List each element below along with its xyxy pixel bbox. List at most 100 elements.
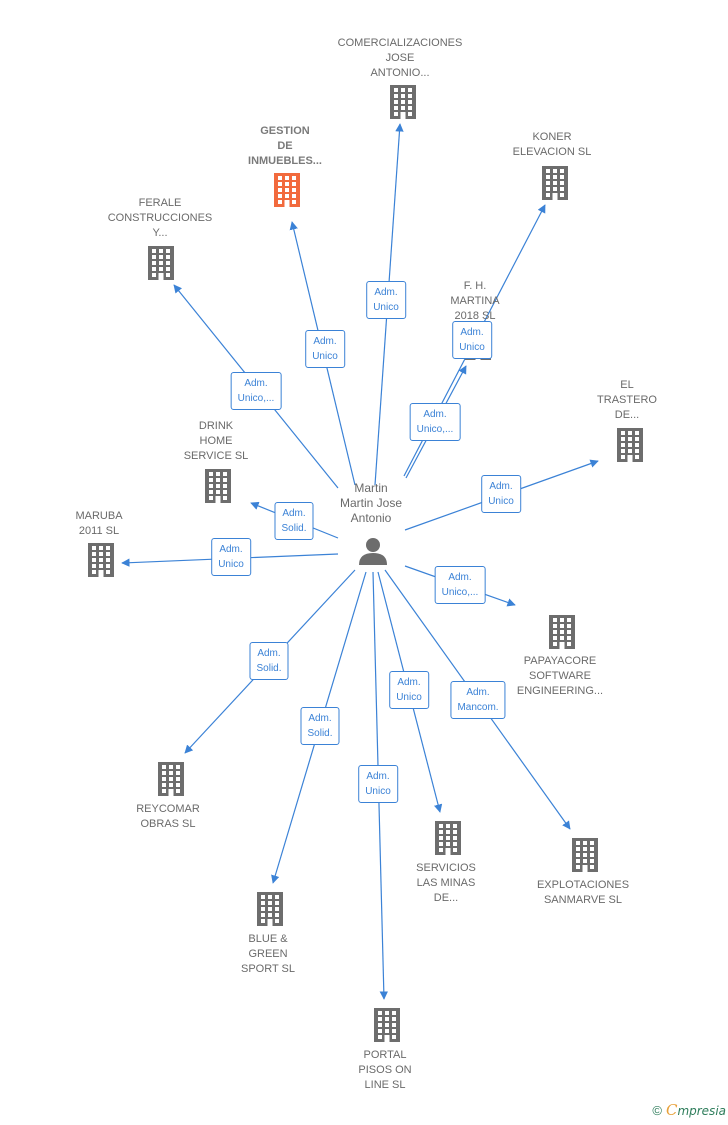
company-label-line: PORTAL bbox=[363, 1049, 407, 1061]
company-label-line: LAS MINAS bbox=[416, 877, 476, 889]
company-label-line: SANMARVE SL bbox=[543, 894, 623, 906]
building-icon[interactable] bbox=[88, 543, 114, 577]
role-badge-gestion[interactable]: Adm. Unico bbox=[305, 330, 345, 368]
role-badge-line: Unico,... bbox=[237, 393, 275, 404]
role-badge-line: Solid. bbox=[307, 728, 333, 739]
role-badge-el-trastero[interactable]: Adm. Unico bbox=[481, 475, 521, 513]
company-label-line: DE... bbox=[614, 409, 640, 421]
company-label-koner[interactable]: KONER ELEVACION SL bbox=[482, 130, 622, 160]
person-icon[interactable] bbox=[359, 538, 387, 565]
role-badge-line: Unico,... bbox=[441, 587, 479, 598]
role-badge-line: Unico bbox=[488, 496, 514, 507]
company-label-el-trastero[interactable]: EL TRASTERO DE... bbox=[557, 378, 697, 423]
company-label-line: PAPAYACORE bbox=[523, 655, 597, 667]
building-icon[interactable] bbox=[390, 85, 416, 119]
role-badge-blue-green[interactable]: Adm. Solid. bbox=[300, 707, 340, 745]
role-badge-line: Adm. bbox=[366, 771, 390, 782]
role-badge-reycomar[interactable]: Adm.Solid. bbox=[249, 642, 289, 680]
company-label-line: ELEVACION SL bbox=[512, 146, 592, 158]
building-icon[interactable] bbox=[542, 166, 568, 200]
company-label-line: COMERCIALIZACIONES bbox=[337, 37, 463, 49]
building-icon[interactable] bbox=[617, 428, 643, 462]
role-badge-ferale[interactable]: Adm. Unico,... bbox=[230, 372, 282, 410]
company-label-line: TRASTERO bbox=[597, 394, 657, 406]
company-label-line: BLUE & bbox=[248, 933, 288, 945]
role-badge-line: Adm. bbox=[460, 327, 484, 338]
role-badge-line: Adm. bbox=[397, 677, 421, 688]
building-icon[interactable] bbox=[158, 762, 184, 796]
company-label-line: CONSTRUCCIONES bbox=[107, 212, 213, 224]
company-label-line: OBRAS SL bbox=[140, 818, 196, 830]
role-badge-line: Adm. bbox=[374, 287, 398, 298]
role-badge-line: Adm. bbox=[313, 336, 337, 347]
building-icon[interactable] bbox=[374, 1008, 400, 1042]
company-label-line: DE... bbox=[433, 892, 459, 904]
company-label-line: DRINK bbox=[198, 420, 234, 432]
building-icon[interactable] bbox=[148, 246, 174, 280]
company-label-line: EXPLOTACIONES bbox=[536, 879, 630, 891]
role-badge-line: Unico,... bbox=[416, 424, 454, 435]
building-icon[interactable] bbox=[435, 821, 461, 855]
role-badge-line: Mancom. bbox=[457, 702, 499, 713]
company-label-line: INMUEBLES... bbox=[248, 155, 322, 167]
role-badge-line: Unico bbox=[459, 342, 485, 353]
company-label-line: PISOS ON bbox=[358, 1064, 412, 1076]
building-icon[interactable] bbox=[257, 892, 283, 926]
company-label-line: EL bbox=[620, 379, 634, 391]
role-badge-drink-home[interactable]: Adm.Solid. bbox=[274, 502, 314, 540]
role-badge-line: Unico bbox=[365, 786, 391, 797]
company-label-line: KONER bbox=[532, 131, 572, 143]
company-label-line: F. H. bbox=[463, 280, 487, 292]
role-badge-comercializaciones[interactable]: Adm. Unico bbox=[366, 281, 406, 319]
company-label-portal-pisos[interactable]: PORTAL PISOS ON LINE SL bbox=[315, 1048, 455, 1093]
company-label-explotaciones[interactable]: EXPLOTACIONES SANMARVE SL bbox=[513, 878, 653, 908]
role-badge-line: Adm. bbox=[448, 572, 472, 583]
building-icon[interactable] bbox=[549, 615, 575, 649]
company-label-line: SERVICE SL bbox=[183, 450, 249, 462]
role-badge-line: Adm. bbox=[244, 378, 268, 389]
role-badge-line: Unico bbox=[373, 302, 399, 313]
role-badge-line: Adm. bbox=[257, 648, 281, 659]
role-badge-line: Adm. bbox=[423, 409, 447, 420]
role-badge-line: Adm. bbox=[219, 544, 243, 555]
role-badge-portal-pisos[interactable]: Adm. Unico bbox=[358, 765, 398, 803]
company-label-line: DE bbox=[277, 140, 293, 152]
company-label-line: LINE SL bbox=[364, 1079, 406, 1091]
company-label-line: MARTINA bbox=[450, 295, 500, 307]
person-name-line: Martin Jose bbox=[339, 496, 403, 510]
building-icon[interactable] bbox=[572, 838, 598, 872]
company-label-line: Y... bbox=[152, 227, 168, 239]
role-badge-line: Unico bbox=[312, 351, 338, 362]
role-badge-maruba[interactable]: Adm.Unico bbox=[211, 538, 251, 576]
role-badge-explotaciones[interactable]: Adm. Mancom. bbox=[450, 681, 506, 719]
footer-brand[interactable]: © Cmpresia bbox=[652, 1101, 726, 1119]
company-label-line: REYCOMAR bbox=[136, 803, 200, 815]
building-icon[interactable] bbox=[274, 173, 300, 207]
person-name-line: Martin bbox=[354, 481, 388, 495]
company-label-line: FERALE bbox=[138, 197, 182, 209]
company-label-line: 2018 SL bbox=[454, 310, 496, 322]
company-label-line: SOFTWARE bbox=[529, 670, 591, 682]
role-badge-line: Adm. bbox=[466, 687, 490, 698]
role-badge-servicios-minas[interactable]: Adm.Unico bbox=[389, 671, 429, 709]
role-badge-koner[interactable]: Adm. Unico,... bbox=[409, 403, 461, 441]
company-label-line: MARUBA bbox=[75, 510, 123, 522]
role-badge-line: Adm. bbox=[489, 481, 513, 492]
building-icon[interactable] bbox=[205, 469, 231, 503]
role-badge-fh-martina[interactable]: Adm. Unico bbox=[452, 321, 492, 359]
company-label-line: ANTONIO... bbox=[370, 67, 430, 79]
role-badge-papayacore[interactable]: Adm. Unico,... bbox=[434, 566, 486, 604]
role-badge-line: Adm. bbox=[308, 713, 332, 724]
company-label-fh-martina[interactable]: F. H. MARTINA 2018 SL bbox=[405, 279, 545, 324]
company-label-reycomar[interactable]: REYCOMAR OBRAS SL bbox=[98, 802, 238, 832]
company-label-ferale[interactable]: FERALE CONSTRUCCIONES Y... bbox=[90, 196, 230, 241]
